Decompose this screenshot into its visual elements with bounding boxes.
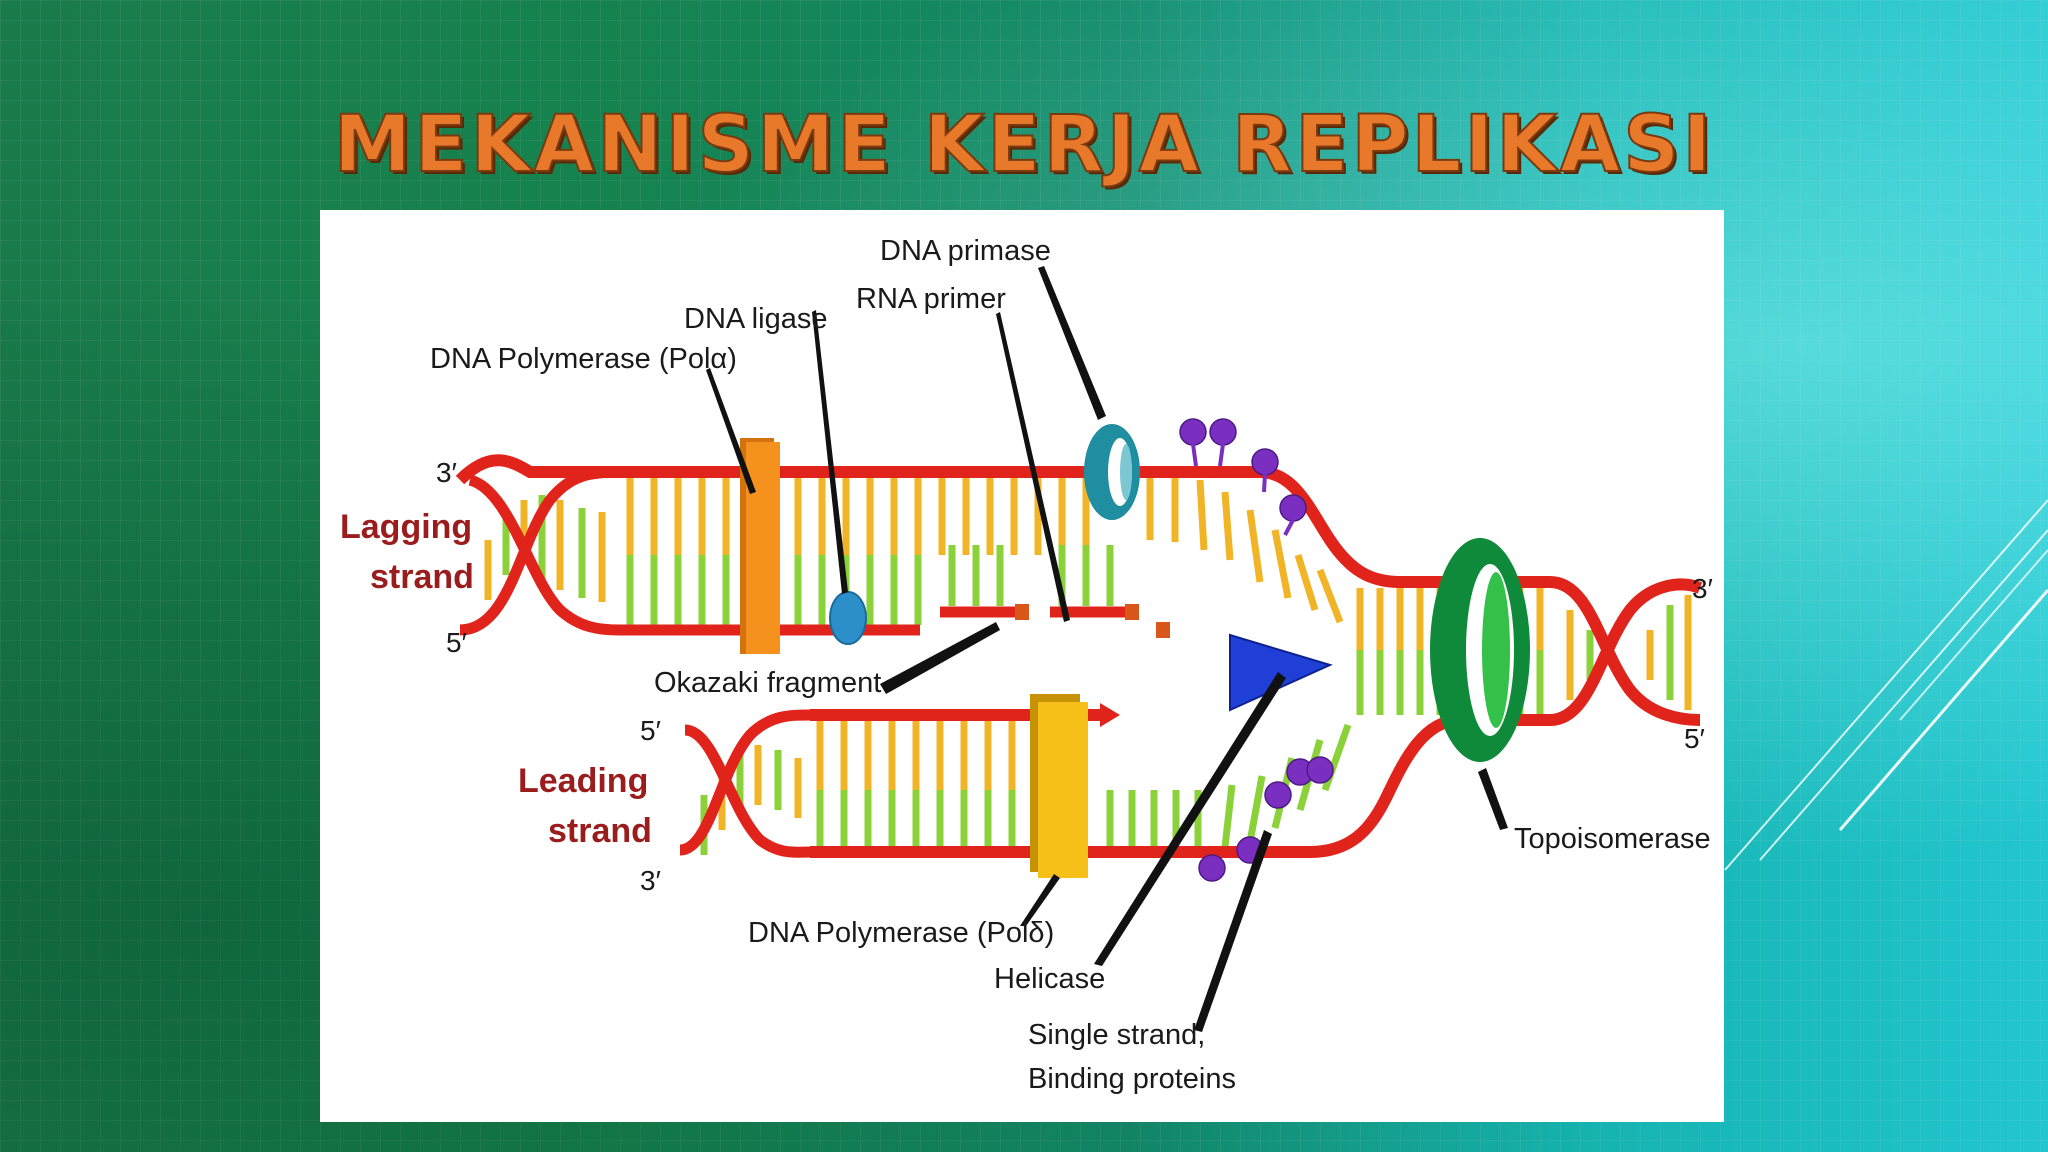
leading-twist-backbone-b xyxy=(683,724,811,858)
label-leading-line1: Leading xyxy=(518,762,648,800)
base-pair xyxy=(1221,491,1234,561)
end-lagging-5prime: 5′ xyxy=(446,627,467,658)
dna-replication-diagram: DNA primase RNA primer DNA ligase DNA Po… xyxy=(340,235,1713,1095)
base-pair xyxy=(1221,784,1236,848)
label-pointers xyxy=(706,266,1508,1032)
end-leading-5prime: 5′ xyxy=(640,715,661,746)
label-leading-line2: strand xyxy=(548,812,652,850)
diagram-panel: DNA primase RNA primer DNA ligase DNA Po… xyxy=(320,210,1724,1122)
base-pair xyxy=(1246,775,1266,843)
label-dna-ligase: DNA ligase xyxy=(684,303,827,335)
label-ssb-line1: Single strand, xyxy=(1028,1019,1205,1051)
rna-primer-2 xyxy=(1125,604,1139,620)
end-right-3prime: 3′ xyxy=(1692,573,1713,604)
helicase xyxy=(1229,633,1333,712)
parental-backbone-a xyxy=(1500,576,1701,726)
label-ssb-line2: Binding proteins xyxy=(1028,1063,1236,1095)
label-dna-primase: DNA primase xyxy=(880,235,1051,267)
label-topoisomerase: Topoisomerase xyxy=(1514,823,1711,855)
end-right-5prime: 5′ xyxy=(1684,723,1705,754)
base-pair xyxy=(1196,479,1208,551)
label-polymerase-delta: DNA Polymerase (Polδ) xyxy=(748,917,1054,949)
dna-polymerase-delta xyxy=(1030,694,1088,878)
leading-template-backbone xyxy=(810,714,1500,858)
label-rna-primer: RNA primer xyxy=(856,283,1006,315)
lagging-twist-backbone-a xyxy=(459,466,621,636)
ssb-proteins xyxy=(1179,418,1334,882)
topoisomerase xyxy=(1430,538,1530,762)
leading-strand-helix xyxy=(678,703,1500,858)
base-pair xyxy=(1271,529,1292,599)
label-lagging-line2: strand xyxy=(370,558,474,596)
label-lagging-line1: Lagging xyxy=(340,508,472,546)
label-helicase: Helicase xyxy=(994,963,1105,995)
end-leading-3prime: 3′ xyxy=(640,865,661,896)
leading-twist-backbone-a xyxy=(678,709,811,856)
label-okazaki-fragment: Okazaki fragment xyxy=(654,667,881,699)
slide-title: MEKANISME KERJA REPLIKASI xyxy=(333,99,1715,191)
rna-primer-1 xyxy=(1015,604,1029,620)
decorative-lines xyxy=(1724,499,2048,871)
label-polymerase-alpha: DNA Polymerase (Polα) xyxy=(430,343,737,375)
base-pair xyxy=(1316,568,1344,624)
lagging-template-backbone xyxy=(455,454,1500,588)
end-lagging-3prime: 3′ xyxy=(436,457,457,488)
lagging-strand-helix xyxy=(455,454,1500,638)
parental-dna-helix xyxy=(1356,576,1703,726)
dna-polymerase-alpha xyxy=(740,438,780,654)
base-pair xyxy=(1246,509,1264,583)
dna-ligase xyxy=(829,591,867,645)
leading-direction-arrow xyxy=(1100,703,1120,727)
base-pair xyxy=(1294,553,1319,612)
dna-primase xyxy=(1084,424,1140,520)
parental-backbone-b xyxy=(1500,578,1703,726)
lagging-twist-backbone-b xyxy=(468,474,860,636)
rna-primer-3 xyxy=(1156,622,1170,638)
